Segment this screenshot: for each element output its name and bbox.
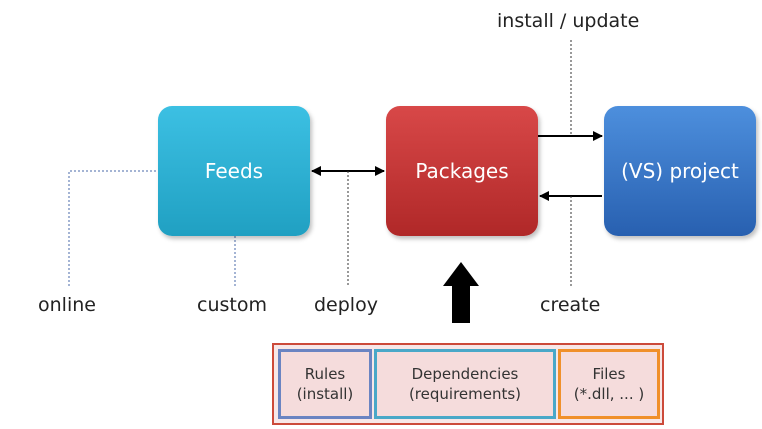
packages-node: Packages: [386, 106, 538, 236]
dependencies-cell: Dependencies (requirements): [374, 349, 556, 419]
files-title: Files: [592, 365, 626, 383]
dependencies-title: Dependencies: [411, 365, 519, 383]
feeds-node: Feeds: [158, 106, 310, 236]
files-subtitle: (*.dll, ... ): [573, 385, 645, 403]
project-label: (VS) project: [621, 159, 739, 183]
feeds-label: Feeds: [204, 159, 264, 183]
deploy-label: deploy: [314, 294, 378, 316]
project-node: (VS) project: [604, 106, 756, 236]
online-label: online: [38, 294, 96, 316]
create-label: create: [540, 294, 601, 316]
rules-subtitle: (install): [296, 385, 354, 403]
online-connector: [68, 170, 158, 286]
up-arrow: [443, 262, 479, 323]
rules-cell: Rules (install): [278, 349, 372, 419]
package-contents: Rules (install) Dependencies (requiremen…: [272, 343, 664, 425]
install-update-label: install / update: [497, 10, 640, 32]
packages-label: Packages: [415, 159, 509, 183]
files-cell: Files (*.dll, ... ): [558, 349, 660, 419]
rules-title: Rules: [304, 365, 346, 383]
dependencies-subtitle: (requirements): [408, 385, 522, 403]
custom-label: custom: [197, 294, 267, 316]
